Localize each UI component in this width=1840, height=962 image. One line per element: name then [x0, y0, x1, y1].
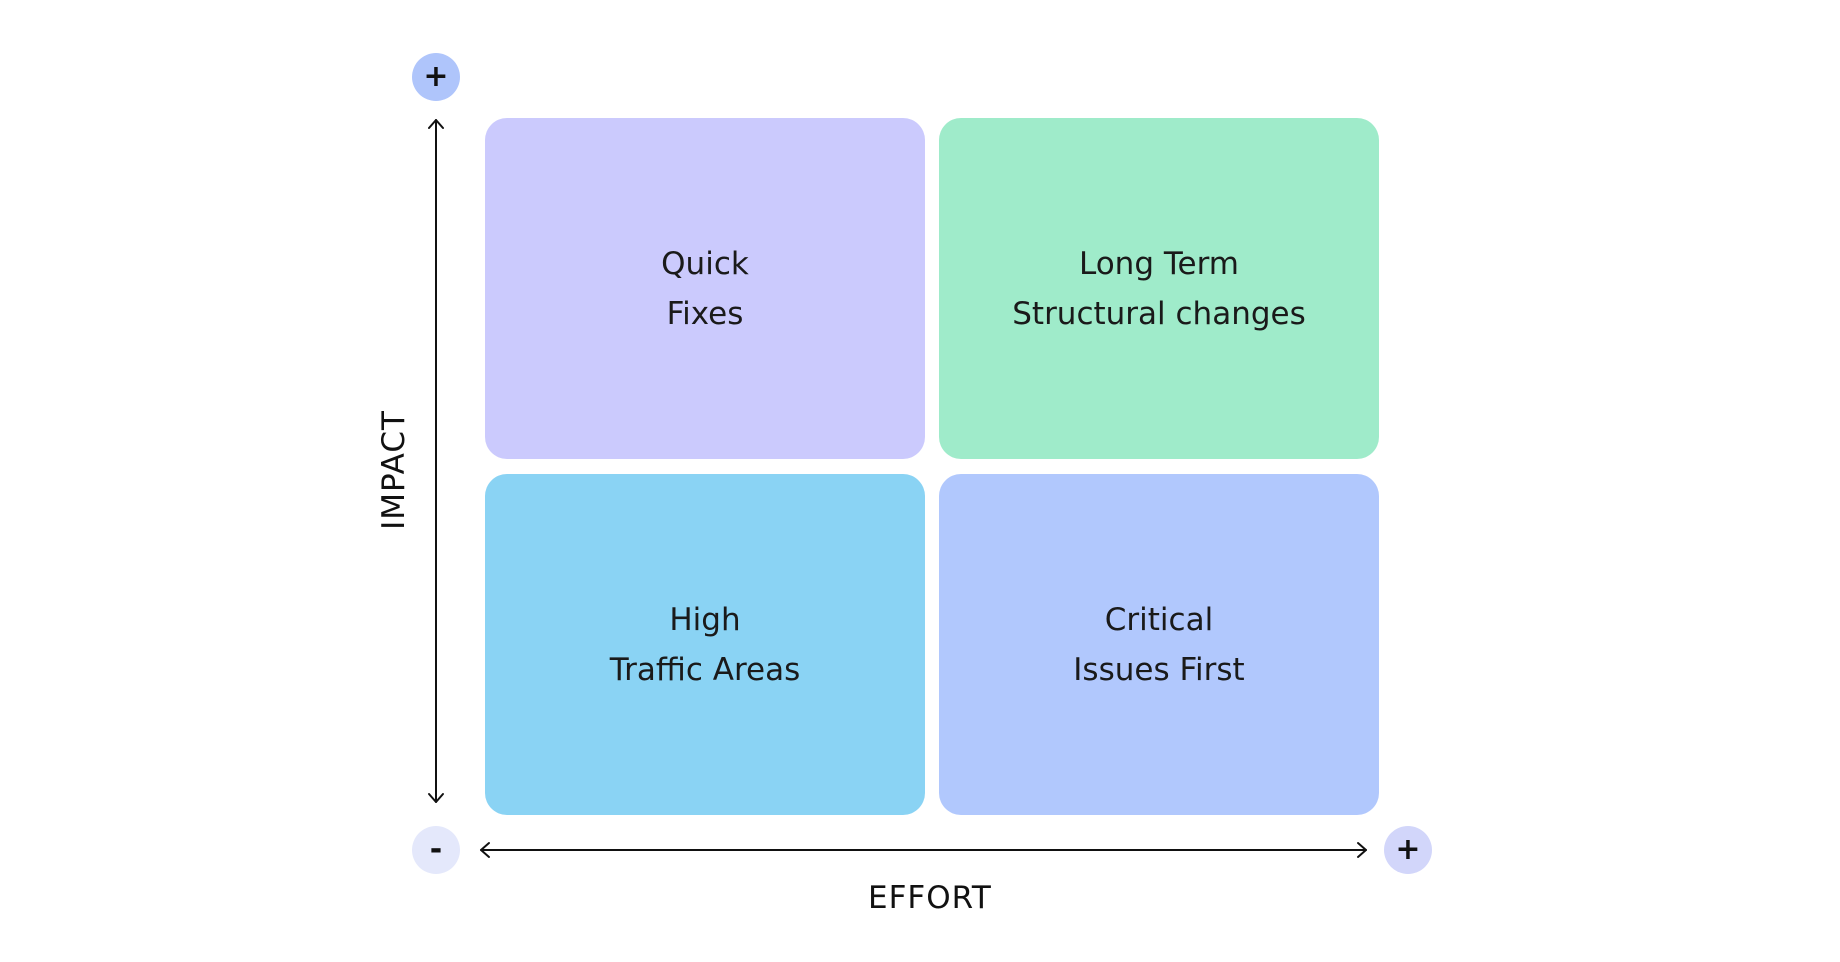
quadrant-high-traffic: High Traffic Areas [485, 474, 925, 815]
arrow-right-icon [1357, 842, 1367, 858]
quadrant-critical-issues: Critical Issues First [939, 474, 1379, 815]
quadrant-label-line1: Quick [661, 245, 749, 282]
arrow-up-icon [428, 119, 444, 129]
effort-high-badge: + [1384, 826, 1432, 874]
quadrant-label-line1: High [669, 601, 741, 638]
quadrant-label-line2: Traffic Areas [609, 651, 801, 688]
quadrant-quick-fixes: Quick Fixes [485, 118, 925, 459]
origin-low-badge: - [412, 826, 460, 874]
quadrant-label-line2: Structural changes [1012, 295, 1306, 332]
y-axis-label: IMPACT [376, 410, 412, 530]
x-axis-label: EFFORT [868, 880, 992, 916]
arrow-left-icon [480, 842, 490, 858]
impact-high-badge: + [412, 53, 460, 101]
quadrant-label: Critical Issues First [1073, 595, 1244, 695]
quadrant-label-line1: Critical [1104, 601, 1214, 638]
quadrant-label: Quick Fixes [661, 239, 749, 339]
quadrant-label: High Traffic Areas [610, 595, 800, 695]
arrow-down-icon [428, 793, 444, 803]
quadrant-long-term: Long Term Structural changes [939, 118, 1379, 459]
quadrant-label-line1: Long Term [1078, 245, 1239, 282]
quadrant-label: Long Term Structural changes [1012, 239, 1306, 339]
quadrant-label-line2: Fixes [666, 295, 744, 332]
quadrant-label-line2: Issues First [1073, 651, 1245, 688]
